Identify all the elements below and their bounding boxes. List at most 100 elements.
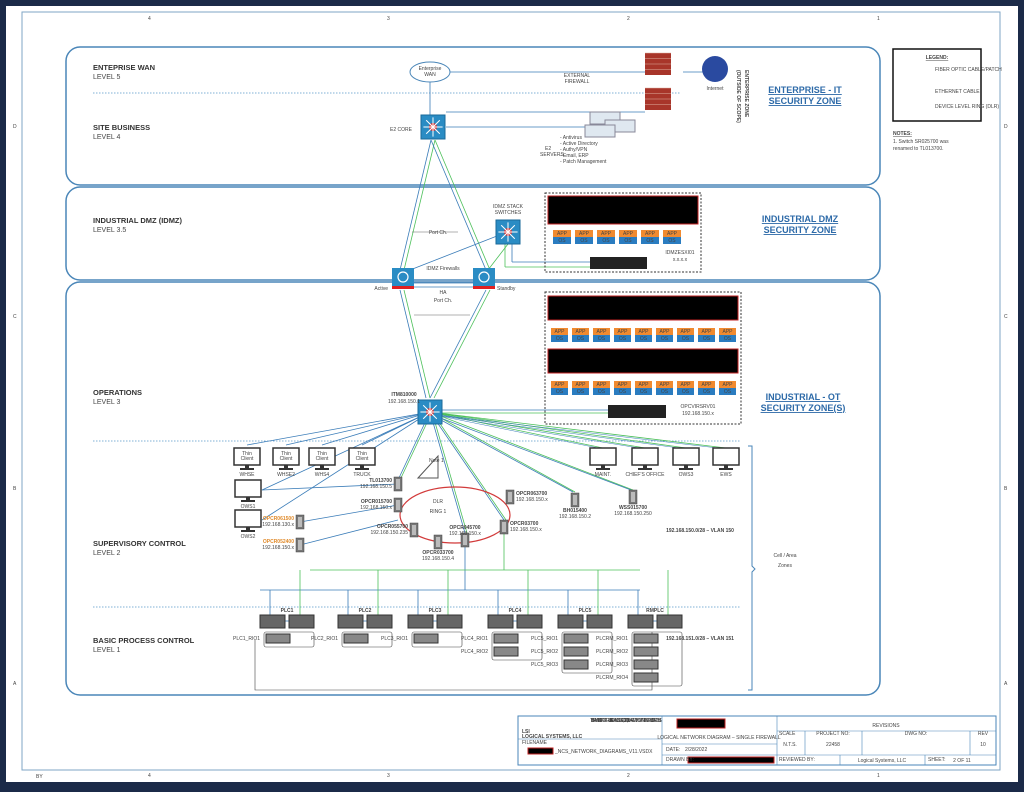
remote-io-label: PLC5_RIO3 <box>531 662 558 668</box>
vm-os-icon <box>663 237 681 244</box>
project-number: 22458 <box>826 742 840 748</box>
remote-io-icon[interactable] <box>633 659 659 670</box>
vm-os-label: OS <box>556 389 564 395</box>
redacted-block <box>687 756 775 764</box>
switch-arrow <box>422 411 431 420</box>
plc-rack-icon[interactable] <box>288 614 315 629</box>
workstation-monitor-icon[interactable] <box>234 479 262 498</box>
plc-rack-icon[interactable] <box>436 614 463 629</box>
remote-io-icon[interactable] <box>493 633 519 644</box>
switch-arrow <box>432 119 441 128</box>
remote-io-icon[interactable] <box>413 633 439 644</box>
workstation-monitor-icon[interactable] <box>589 447 617 466</box>
monitor-stand <box>355 465 369 470</box>
ethernet-link <box>429 411 727 449</box>
plc-name: PLC2 <box>359 608 372 614</box>
plc-rack-icon[interactable] <box>487 614 514 629</box>
remote-io-icon[interactable] <box>265 633 291 644</box>
vm-os-label: OS <box>668 238 676 244</box>
monitor-stand <box>241 527 255 532</box>
switch-name: OPCR055700 <box>377 524 408 530</box>
switch-name: WSS015700 <box>619 505 647 511</box>
idmz-firewall-active-icon <box>392 268 414 286</box>
idmz-firewall-standby-icon <box>473 268 495 286</box>
remote-io-icon[interactable] <box>633 672 659 683</box>
remote-io-icon[interactable] <box>343 633 369 644</box>
vm-os-icon <box>698 335 715 342</box>
io-cabling <box>491 631 543 661</box>
note-line: renamed to TL013700. <box>893 146 944 152</box>
vm-os-icon <box>572 388 589 395</box>
plc-rack-icon[interactable] <box>557 614 584 629</box>
switch-ip: 192.168.150.250 <box>614 511 652 517</box>
vm-os-label: OS <box>703 389 711 395</box>
grid-column-label: 2 <box>627 16 630 22</box>
vm-app-icon <box>719 381 736 388</box>
vm-app-icon <box>698 381 715 388</box>
filename: _NCS_NETWORK_DIAGRAMS_V11.VSDX <box>554 749 653 755</box>
vm-os-label: OS <box>577 336 585 342</box>
remote-io-icon[interactable] <box>493 646 519 657</box>
vm-os-icon <box>614 335 631 342</box>
workstation-monitor-icon[interactable] <box>234 509 262 528</box>
grid-row-label: D <box>13 124 17 130</box>
remote-io-icon[interactable] <box>633 633 659 644</box>
workstation-label: OWS1 <box>241 504 256 510</box>
thin-client-label: Thin <box>317 451 327 457</box>
vm-app-label: APP <box>722 329 733 335</box>
vm-app-label: APP <box>667 231 678 237</box>
grid-column-label: 2 <box>627 773 630 779</box>
remote-io-icon[interactable] <box>563 646 589 657</box>
plc-rack-icon[interactable] <box>656 614 683 629</box>
thin-client-label: Client <box>316 456 329 462</box>
rev-label: REV <box>978 731 989 737</box>
grid-column-label: 1 <box>877 773 880 779</box>
dwg-label: DWG NO: <box>905 731 928 737</box>
vm-os-label: OS <box>556 336 564 342</box>
ethernet-link <box>261 411 431 521</box>
monitor-stand <box>719 465 733 470</box>
ethernet-link <box>399 289 427 399</box>
grid-row-label: D <box>1004 124 1008 130</box>
ethernet-link <box>399 139 432 271</box>
plc-name: PLC1 <box>281 608 294 614</box>
remote-io-icon[interactable] <box>563 659 589 670</box>
switch-ports <box>436 537 440 547</box>
workstation-monitor-icon[interactable] <box>712 447 740 466</box>
plc-name: RMPLC <box>646 608 664 614</box>
ethernet-link <box>433 289 491 399</box>
workstation-label: MAINT. <box>595 472 611 478</box>
plc-rack-icon[interactable] <box>337 614 364 629</box>
vm-app-icon <box>551 381 568 388</box>
workstation-monitor-icon[interactable] <box>672 447 700 466</box>
reviewer: Logical Systems, LLC <box>858 758 907 764</box>
workstation-monitor-icon[interactable] <box>631 447 659 466</box>
vm-app-icon <box>663 230 681 237</box>
switch-arrow <box>425 126 434 135</box>
vm-os-icon <box>635 335 652 342</box>
vm-app-label: APP <box>680 329 691 335</box>
plc-rack-icon[interactable] <box>259 614 286 629</box>
monitor-stand <box>638 465 652 470</box>
vm-app-label: APP <box>659 382 670 388</box>
plc-rack-icon[interactable] <box>586 614 613 629</box>
plc-rack-icon[interactable] <box>407 614 434 629</box>
switch-name: OPCR015700 <box>361 499 392 505</box>
plc-rack-icon[interactable] <box>627 614 654 629</box>
switch-ports <box>463 535 467 545</box>
ethernet-link <box>429 411 505 521</box>
ethernet-link <box>403 289 431 399</box>
plc-rack-icon[interactable] <box>366 614 393 629</box>
monitor-stand <box>241 497 255 502</box>
plc-rack-icon[interactable] <box>516 614 543 629</box>
esxi-label or: IDMZESXI01 <box>665 250 694 256</box>
core-switch-ip: 192.168.150.1 <box>388 399 420 405</box>
remote-io-icon[interactable] <box>633 646 659 657</box>
remote-io-icon[interactable] <box>563 633 589 644</box>
scale-label: SCALE <box>779 731 796 737</box>
vm-app-label: APP <box>638 329 649 335</box>
vm-os-label: OS <box>682 336 690 342</box>
vm-os-label: OS <box>661 389 669 395</box>
wan-label: Enterprise <box>419 66 442 72</box>
vm-os-label: OS <box>640 336 648 342</box>
